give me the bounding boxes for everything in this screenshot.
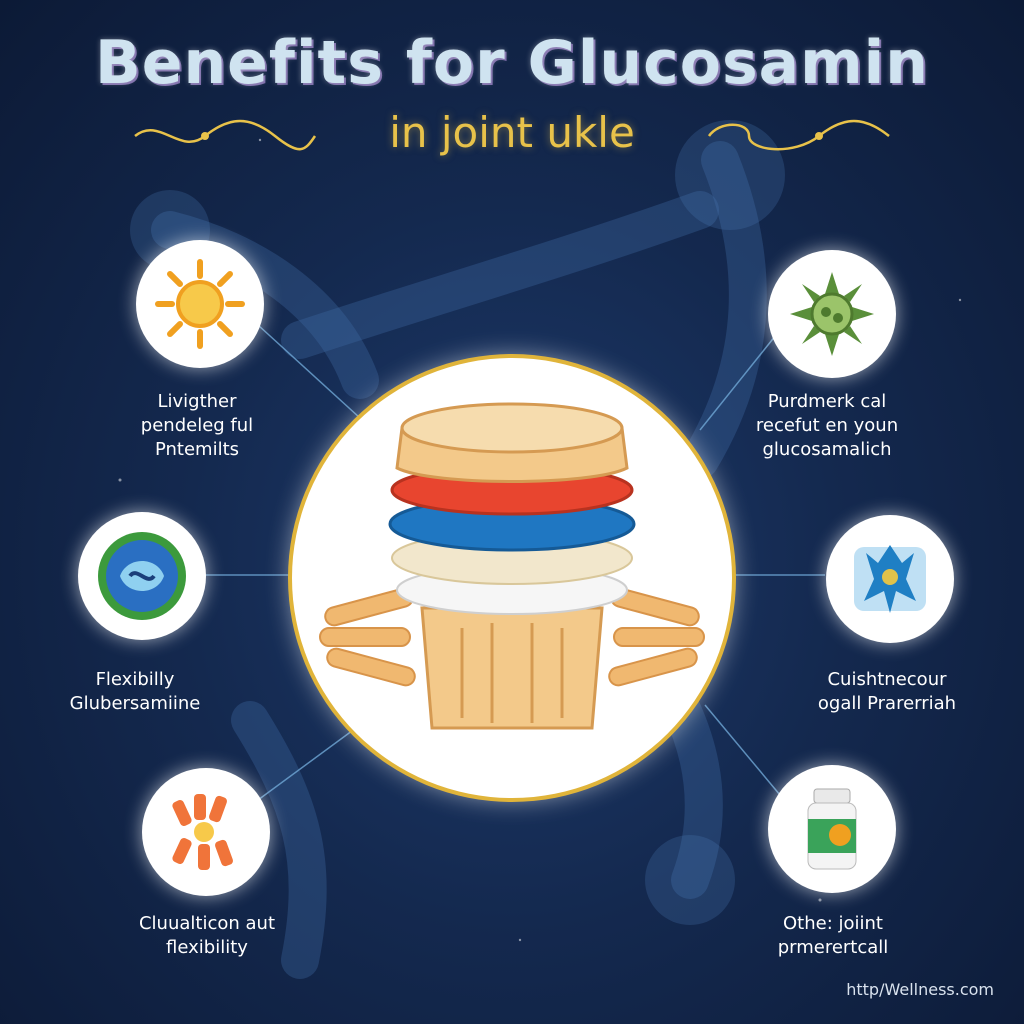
benefit-bottom-right-badge — [768, 765, 896, 893]
label-line: Purdmerk cal — [767, 391, 887, 412]
label-line: Flexibilly — [95, 669, 175, 690]
left-flourish-icon — [134, 119, 317, 151]
label-line: glucosamalich — [762, 439, 892, 460]
label-line: ogall Prarerriah — [817, 693, 957, 714]
benefit-bottom-left-badge — [142, 768, 270, 896]
benefit-top-left-label: Livigther pendeleg ful Pntemilts — [82, 390, 312, 462]
benefit-mid-left-label: Flexibilly Glubersamiine — [20, 668, 250, 716]
fiber-bundle-icon — [172, 794, 233, 870]
leaf-cell-icon — [790, 272, 874, 356]
page-subtitle: in joint ukle — [389, 108, 635, 157]
label-line: Cuishtnecour — [827, 669, 947, 690]
label-line: prmerertcall — [777, 937, 889, 958]
page-title: Benefits for Glucosamin — [95, 28, 929, 98]
label-line: Othe: joiint — [783, 913, 883, 934]
benefit-top-right-badge — [768, 250, 896, 378]
cartilage-stack-icon — [319, 402, 705, 730]
connector-line — [257, 324, 361, 419]
benefit-mid-left-badge — [78, 512, 206, 640]
benefit-bottom-left-label: Cluualticon aut flexibility — [92, 912, 322, 960]
label-line: Pntemilts — [154, 439, 240, 460]
footer-url: http/Wellness.com — [846, 980, 994, 999]
cartilage-figure-icon — [854, 545, 926, 613]
benefit-bottom-right-label: Othe: joiint prmerertcall — [718, 912, 948, 960]
supplement-bottle-icon — [807, 788, 857, 870]
connector-line — [257, 724, 361, 801]
right-flourish-icon — [707, 119, 890, 151]
sun-icon — [155, 259, 245, 349]
connector-line — [699, 329, 781, 431]
benefit-mid-right-label: Cuishtnecour ogall Prarerriah — [772, 668, 1002, 716]
label-line: Cluualticon aut — [138, 913, 275, 934]
connector-line — [704, 704, 781, 796]
benefit-top-right-label: Purdmerk cal recefut en youn glucosamali… — [712, 390, 942, 462]
label-line: recefut en youn — [755, 415, 899, 436]
benefit-top-left-badge — [136, 240, 264, 368]
label-line: pendeleg ful — [140, 415, 254, 436]
label-line: Livigther — [157, 391, 237, 412]
joint-mandala-icon — [98, 532, 186, 620]
benefit-mid-right-badge — [826, 515, 954, 643]
label-line: Glubersamiine — [69, 693, 201, 714]
center-illustration — [292, 358, 732, 798]
label-line: flexibility — [166, 937, 248, 958]
